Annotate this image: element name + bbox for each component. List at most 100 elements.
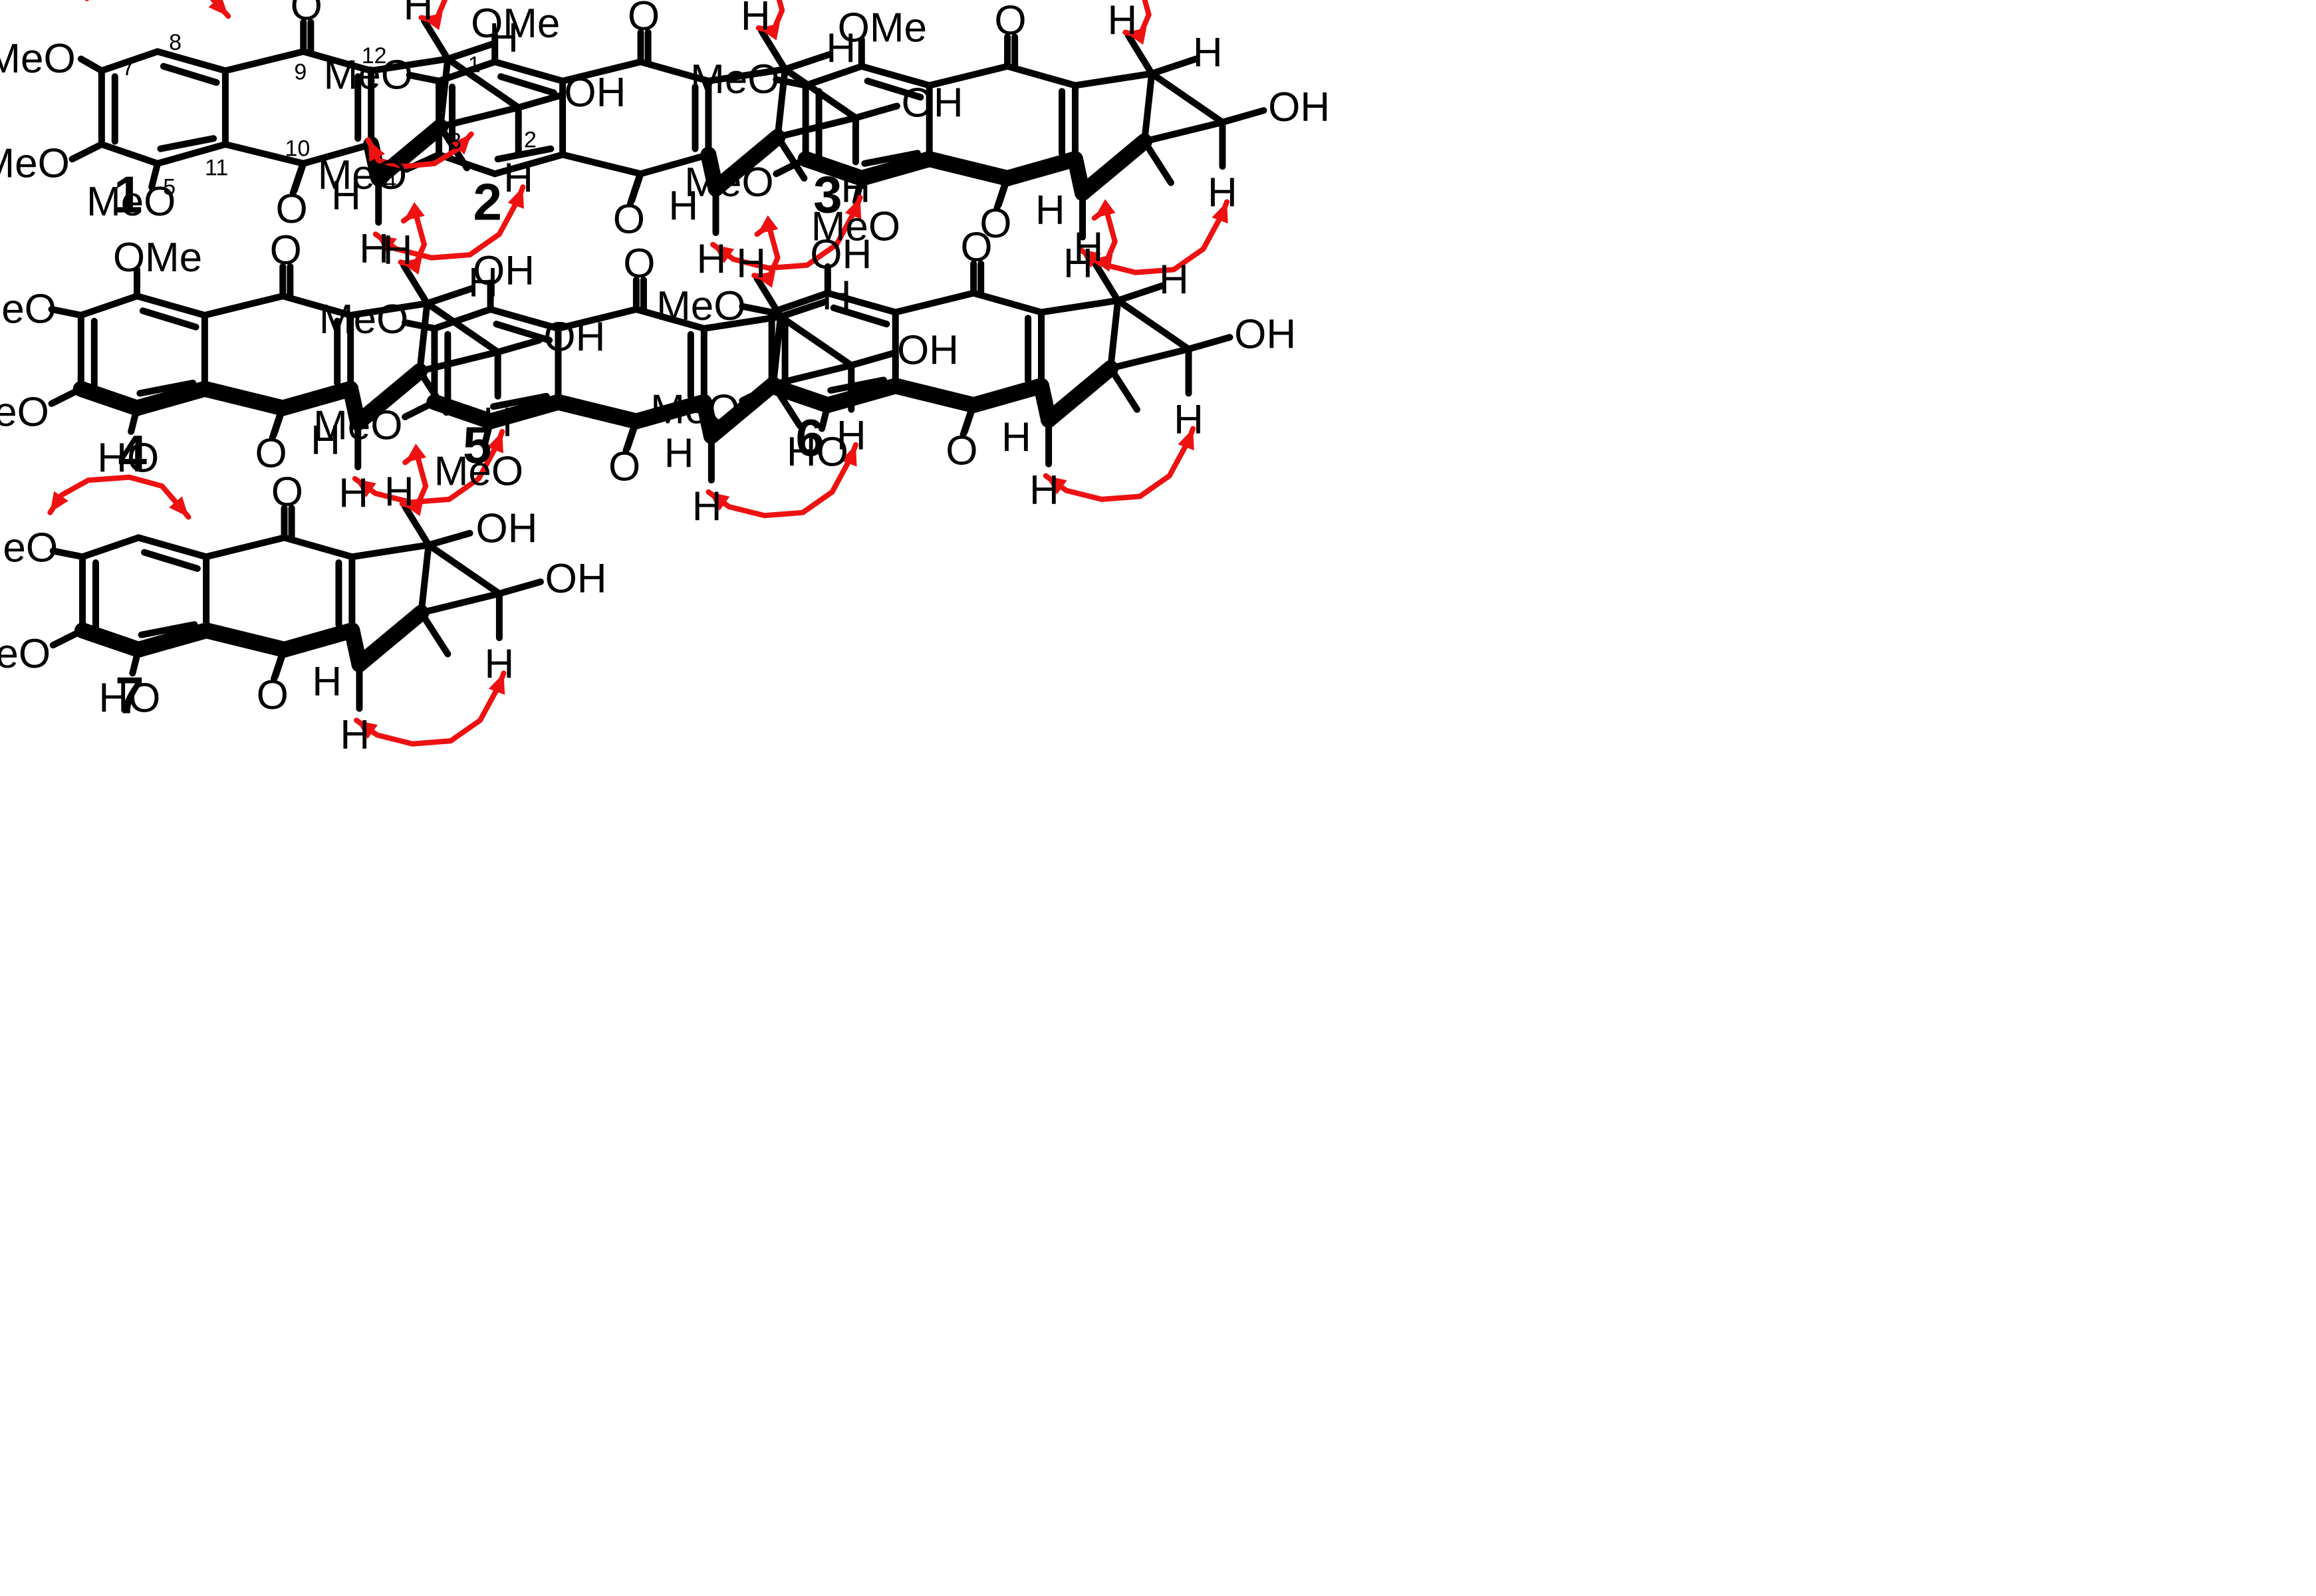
bond [861, 150, 921, 167]
compound-3-label: 3 [813, 165, 842, 223]
hydrogen-h1a: H [384, 469, 414, 515]
bond [555, 306, 640, 332]
compound-1-label: 1 [114, 165, 142, 223]
bond [700, 313, 784, 332]
wedge-bond [351, 604, 430, 672]
hydroxyl-c8: OH [810, 232, 872, 278]
bond [1004, 63, 1079, 89]
methoxy-c8: OMe [471, 1, 560, 47]
bond [48, 306, 84, 319]
carbonyl-oxygen-c10: O [608, 444, 640, 490]
carbonyl-oxygen-c9: O [960, 225, 992, 271]
bond [705, 66, 789, 84]
bond [1148, 70, 1226, 126]
bond [201, 293, 287, 319]
hydroxyl-c8: OH [473, 248, 535, 294]
hydroxyl-c2: OH [902, 80, 964, 126]
bond [196, 380, 291, 416]
carbonyl-oxygen-c10: O [979, 201, 1011, 247]
bond [970, 289, 1045, 316]
hydrogen-h1a: H [404, 0, 434, 29]
hydrogen-h4b: H [1035, 188, 1065, 233]
hydrogen-h4: H [692, 483, 722, 529]
bond [1141, 118, 1226, 145]
bond [777, 313, 855, 369]
bond [515, 92, 563, 111]
bond [98, 48, 162, 74]
atom-number-2: 2 [524, 127, 537, 152]
atom-number-5: 5 [163, 174, 176, 200]
carbonyl-oxygen-c9: O [623, 241, 655, 287]
noe-arrowhead [487, 431, 503, 454]
hydroxyl-c2: OH [1234, 311, 1296, 357]
atom-number-12: 12 [362, 43, 387, 68]
bond [848, 350, 896, 369]
bond [221, 48, 307, 74]
methoxy-c7: MeO [0, 287, 57, 332]
bond [128, 404, 140, 435]
methyl-bond [774, 133, 808, 182]
bond [276, 622, 360, 658]
noe-arrowhead [840, 444, 857, 467]
bond [130, 622, 215, 658]
noe-arrowhead [1178, 428, 1194, 451]
bond [368, 55, 451, 74]
atom-number-8: 8 [169, 30, 182, 55]
hydrogen-h4b: H [1001, 414, 1031, 460]
bond [221, 141, 307, 167]
bond [818, 402, 831, 432]
methoxy-c5: MeO [86, 179, 176, 225]
methoxy-c6: MeO [318, 152, 407, 198]
bond [148, 160, 162, 191]
hydrogen-h4b: H [331, 173, 361, 219]
methoxy-c8: OMe [113, 235, 202, 281]
bond [864, 77, 924, 101]
atom-number-10: 10 [285, 136, 311, 162]
bond [827, 376, 887, 394]
noe-arrowhead [403, 201, 425, 221]
noe-arrowhead [758, 23, 780, 41]
bond [418, 590, 503, 616]
hydrogen-h2: H [841, 166, 871, 211]
wedge-bond [708, 128, 786, 197]
bond [559, 59, 644, 84]
methoxy-c6: MeO [313, 403, 402, 449]
wedge-bond [370, 118, 449, 187]
noe-arrow-ome [47, 474, 192, 520]
hydrogen-h4: H [1063, 241, 1093, 287]
compound-2-label: 2 [473, 172, 501, 231]
bond [768, 289, 831, 316]
methoxy-c6: MeO [0, 631, 51, 677]
bond [418, 541, 432, 616]
hydrogen-h4b: H [668, 184, 698, 229]
bond [493, 321, 553, 344]
bond [926, 63, 1011, 89]
bond [781, 51, 833, 73]
carbonyl-oxygen-c9: O [271, 469, 303, 515]
atom-number-4: 4 [384, 168, 397, 194]
methoxy-c8: OMe [838, 5, 927, 51]
bond [49, 627, 86, 649]
bond [279, 293, 354, 319]
hydrogen-h1b: H [489, 15, 519, 61]
hydroxyl-c5: HO [97, 435, 159, 481]
bond [852, 102, 900, 122]
bond [141, 549, 201, 572]
hydrogen-h1a: H [741, 0, 771, 39]
bond [490, 392, 550, 410]
bond [270, 649, 287, 683]
bond [1114, 297, 1192, 352]
methoxy-c6: MeO [0, 390, 49, 436]
hydroxyl-c2: OH [897, 328, 959, 374]
noe-arrowhead [754, 271, 776, 288]
bond [1107, 345, 1192, 372]
atom-number-11: 11 [205, 156, 228, 181]
compound-6-label: 6 [796, 408, 825, 467]
bond [960, 404, 975, 438]
bond [495, 578, 544, 597]
methoxy-c6: MeO [684, 160, 773, 205]
bond [1038, 297, 1122, 316]
noe-arrow-h2-h4 [1043, 426, 1196, 502]
methoxy-c7: MeO [324, 52, 413, 98]
